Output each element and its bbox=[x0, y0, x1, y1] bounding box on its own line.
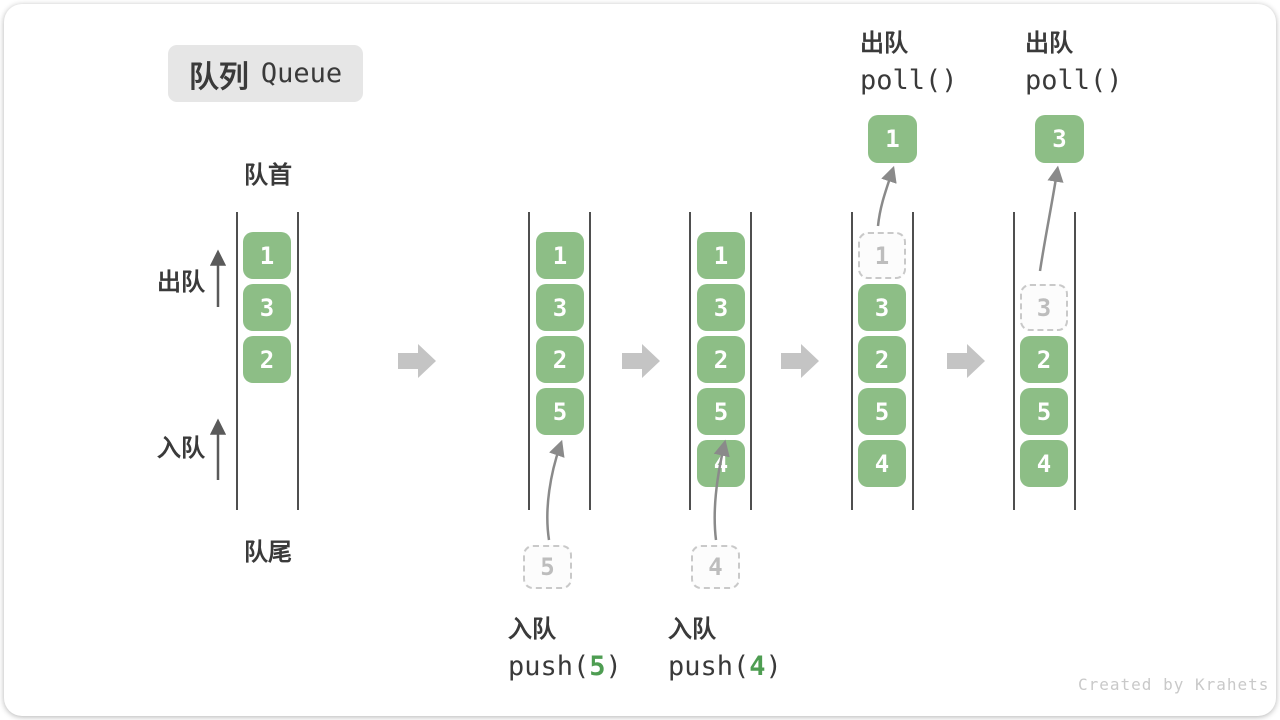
column-line bbox=[297, 212, 299, 510]
dequeue-3-arrow bbox=[1038, 165, 1064, 272]
op-poll1-code: poll() bbox=[860, 65, 958, 96]
queue-diagram: 队列 Queue 队首 出队 入队 队尾 1 3 2 1 3 2 5 5 1 3… bbox=[4, 4, 1276, 716]
column-line bbox=[528, 212, 530, 510]
s1-cell: 2 bbox=[243, 336, 291, 383]
op-poll1-label: 出队 bbox=[860, 30, 908, 57]
label-queue-front: 队首 bbox=[244, 162, 292, 189]
s2-cell: 3 bbox=[536, 284, 584, 331]
s4-cell: 3 bbox=[858, 284, 906, 331]
s5-cell: 4 bbox=[1020, 440, 1068, 487]
op-push5-code: push(5) bbox=[508, 651, 622, 682]
s2-incoming-ghost: 5 bbox=[523, 545, 572, 589]
label-enqueue-side: 入队 bbox=[157, 435, 205, 462]
next-state-arrow-icon bbox=[947, 344, 985, 378]
s4-cell: 5 bbox=[858, 388, 906, 435]
s5-out-cell: 3 bbox=[1035, 115, 1084, 163]
title-zh: 队列 bbox=[188, 60, 249, 94]
s2-cell: 2 bbox=[536, 336, 584, 383]
column-line bbox=[689, 212, 691, 510]
title-box: 队列 Queue bbox=[168, 45, 363, 102]
column-line bbox=[851, 212, 853, 510]
next-state-arrow-icon bbox=[781, 344, 819, 378]
op-push4-label: 入队 bbox=[668, 616, 716, 643]
op-poll2: 出队 poll() bbox=[1025, 30, 1123, 96]
s3-cell: 5 bbox=[697, 388, 745, 435]
s2-cell: 1 bbox=[536, 232, 584, 279]
s1-cell: 3 bbox=[243, 284, 291, 331]
column-line bbox=[912, 212, 914, 510]
next-state-arrow-icon bbox=[622, 344, 660, 378]
op-push5-label: 入队 bbox=[508, 616, 556, 643]
label-dequeue-side: 出队 bbox=[157, 269, 205, 296]
s3-incoming-ghost: 4 bbox=[691, 545, 740, 589]
enqueue-5-arrow bbox=[546, 439, 565, 541]
label-queue-rear: 队尾 bbox=[244, 539, 292, 566]
next-state-arrow-icon bbox=[398, 344, 436, 378]
s4-out-cell: 1 bbox=[868, 115, 917, 163]
dequeue-1-arrow bbox=[876, 165, 897, 227]
op-poll2-code: poll() bbox=[1025, 65, 1123, 96]
watermark-credit: Created by Krahets bbox=[1078, 675, 1270, 694]
s3-cell: 1 bbox=[697, 232, 745, 279]
s4-cell: 4 bbox=[858, 440, 906, 487]
s4-cell: 2 bbox=[858, 336, 906, 383]
s2-cell: 5 bbox=[536, 388, 584, 435]
op-push4-code: push(4) bbox=[668, 651, 782, 682]
s5-cell: 2 bbox=[1020, 336, 1068, 383]
column-line bbox=[589, 212, 591, 510]
column-line bbox=[1013, 212, 1015, 510]
op-poll2-label: 出队 bbox=[1025, 30, 1073, 57]
op-poll1: 出队 poll() bbox=[860, 30, 958, 96]
s5-cell: 5 bbox=[1020, 388, 1068, 435]
column-line bbox=[750, 212, 752, 510]
s4-polled-ghost: 1 bbox=[858, 232, 906, 279]
s5-polled-ghost: 3 bbox=[1020, 284, 1068, 331]
arrows-layer bbox=[209, 165, 1064, 541]
title-en: Queue bbox=[260, 58, 343, 89]
s3-cell: 2 bbox=[697, 336, 745, 383]
column-line bbox=[1074, 212, 1076, 510]
s1-cell: 1 bbox=[243, 232, 291, 279]
op-push5: 入队 push(5) bbox=[508, 616, 622, 682]
op-push4: 入队 push(4) bbox=[668, 616, 782, 682]
s3-cell: 4 bbox=[697, 440, 745, 487]
column-line bbox=[236, 212, 238, 510]
s3-cell: 3 bbox=[697, 284, 745, 331]
